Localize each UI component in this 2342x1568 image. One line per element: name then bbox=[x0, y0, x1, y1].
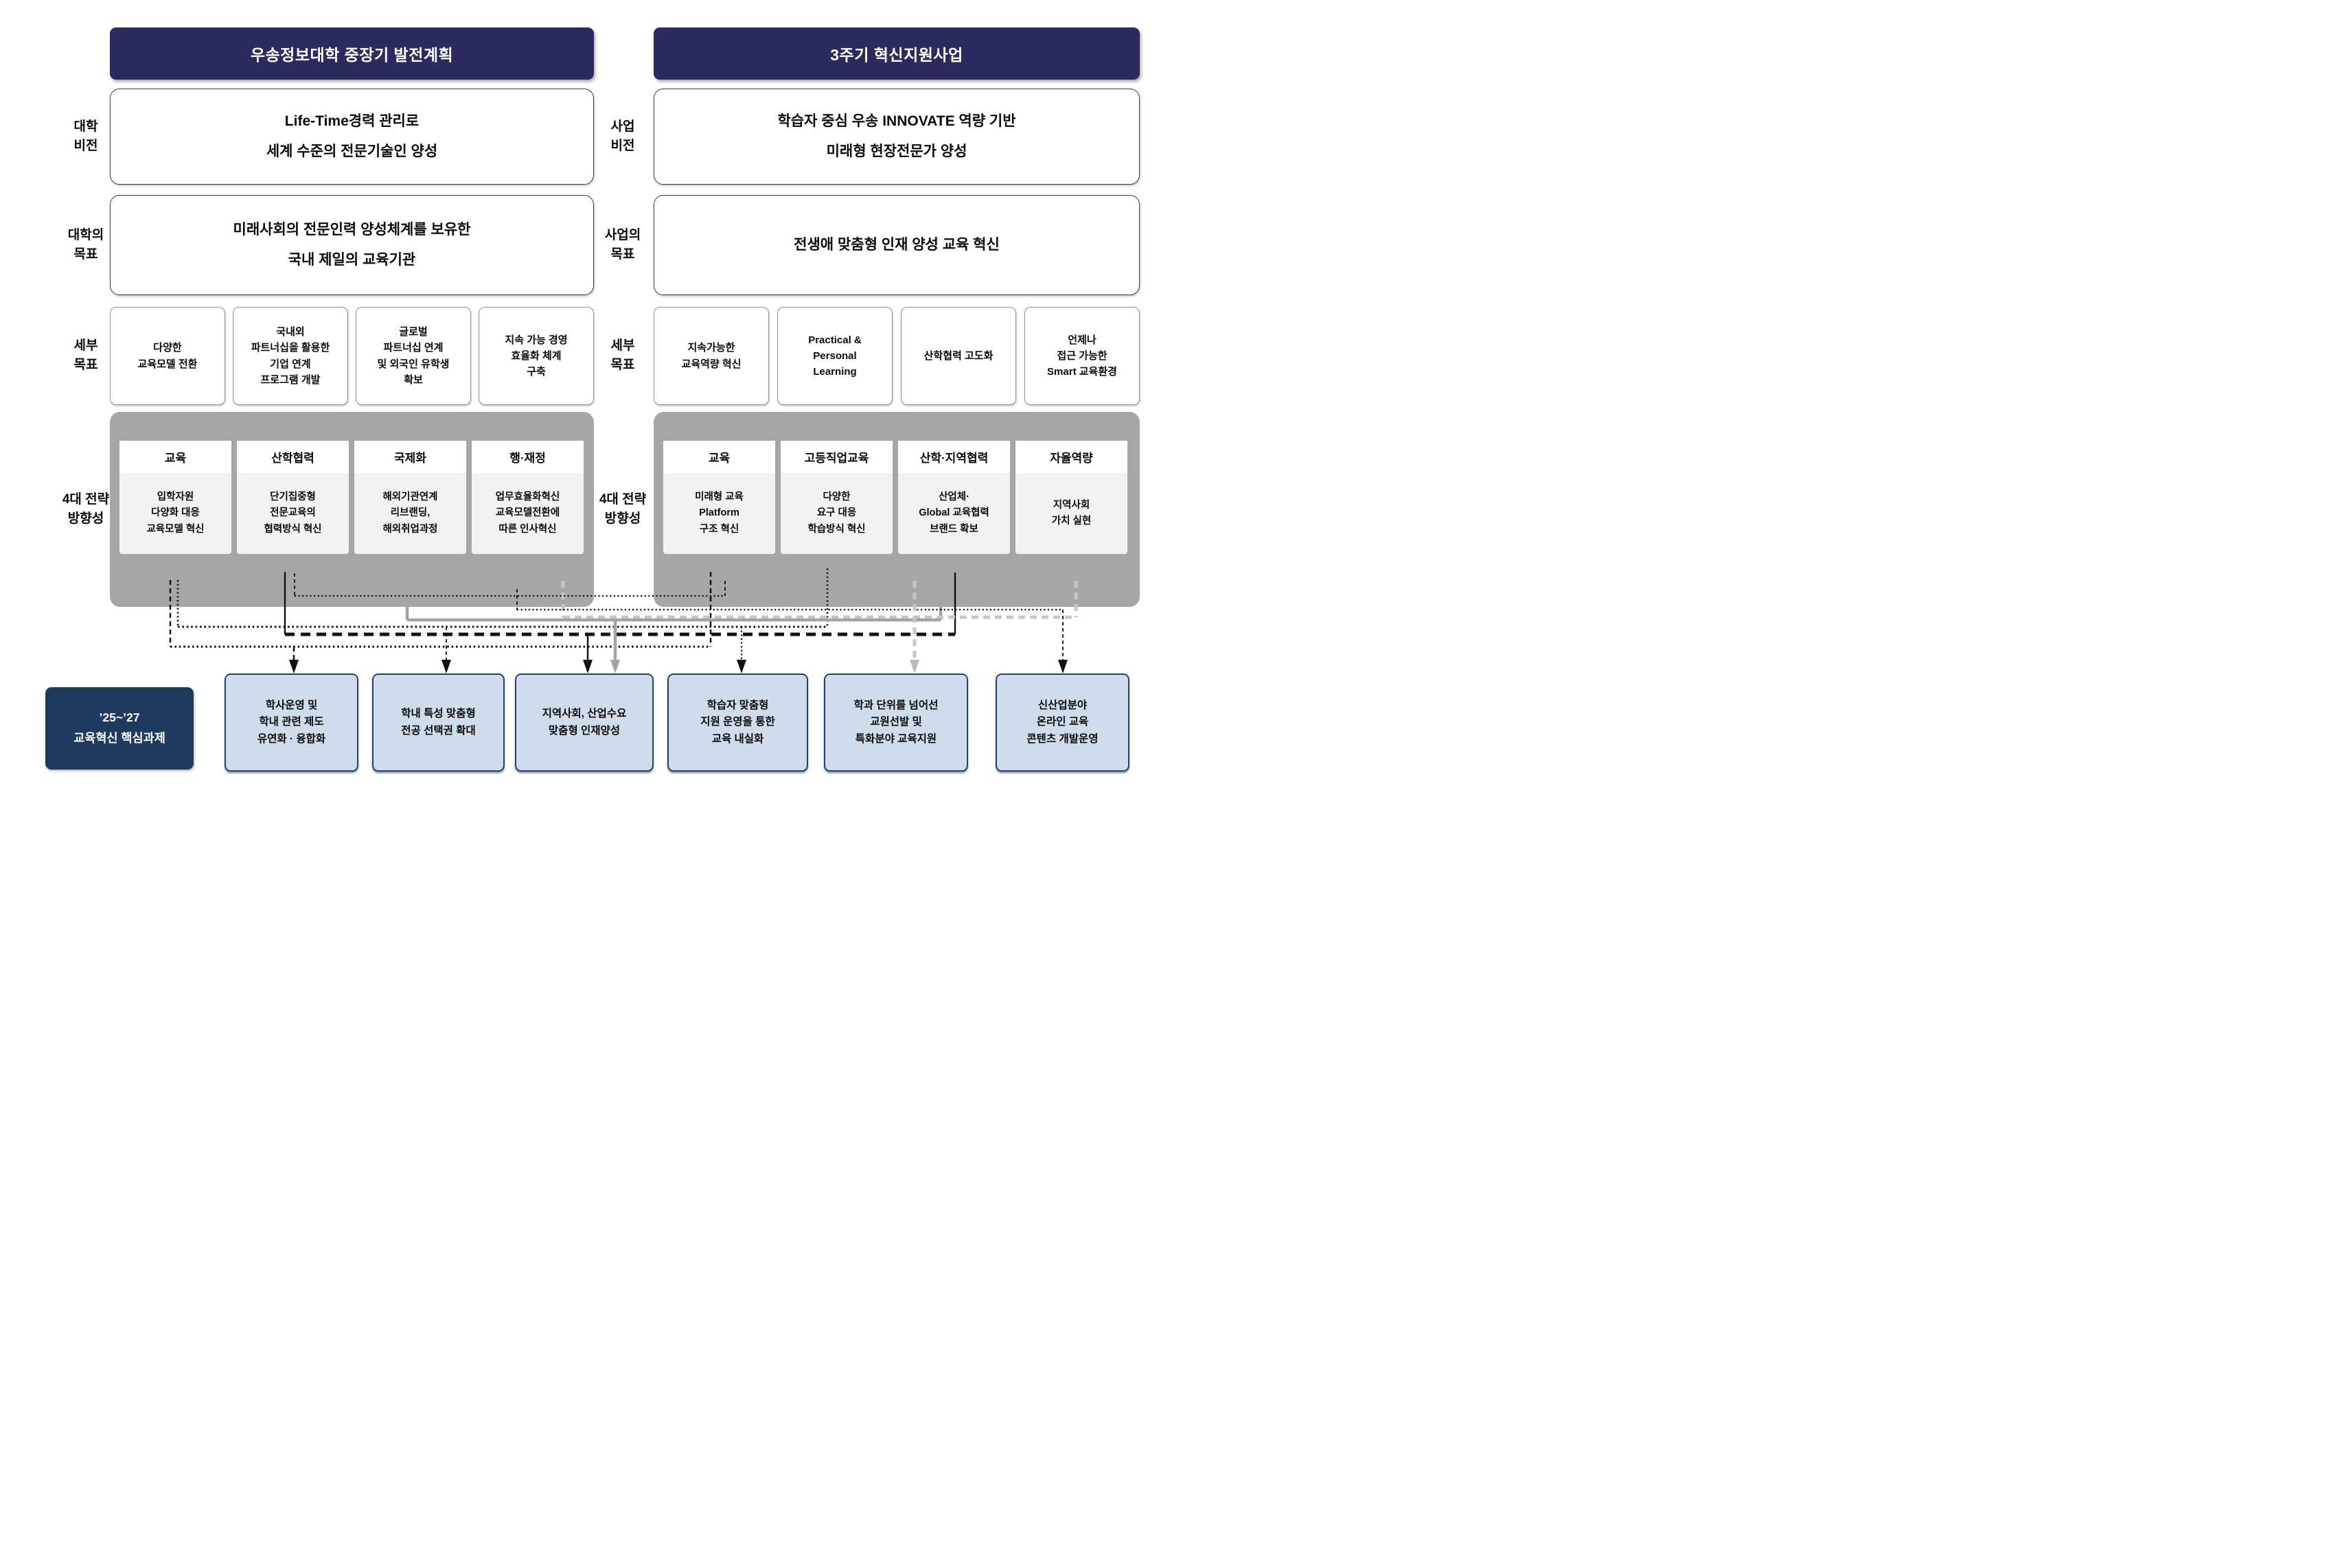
task-box-3: 지역사회, 산업수요 맞춤형 인재양성 bbox=[515, 673, 654, 772]
right-card-3-body: 산업체· Global 교육협력 브랜드 확보 bbox=[919, 492, 989, 535]
left-card-3-body: 해외기관연계 리브랜딩, 해외취업과정 bbox=[382, 492, 438, 535]
right-card-1-body: 미래형 교육 Platform 구조 혁신 bbox=[695, 492, 744, 535]
left-card-2-body: 단기집중형 전문교육의 협력방식 혁신 bbox=[264, 492, 322, 535]
left-goal-label: 대학의 목표 bbox=[67, 227, 104, 262]
left-detail-box-4: 지속 가능 경영 효율화 체계 구축 bbox=[479, 307, 594, 405]
strategy-diagram: 우송정보대학 중장기 발전계획 3주기 혁신지원사업 대학 비전 대학의 목표 … bbox=[0, 0, 1171, 784]
right-detail-box-3: 산학협력 고도화 bbox=[901, 307, 1016, 405]
right-card-2-body: 다양한 요구 대응 학습방식 혁신 bbox=[807, 492, 866, 535]
left-detail-label: 세부 목표 bbox=[73, 338, 98, 373]
task-box-6: 신산업분야 온라인 교육 콘텐츠 개발운영 bbox=[996, 673, 1129, 772]
task-box-5: 학과 단위를 넘어선 교원선발 및 특화분야 교육지원 bbox=[824, 673, 968, 772]
left-card-1-title: 교육 bbox=[119, 441, 231, 473]
right-card-4-title: 자율역량 bbox=[1015, 441, 1127, 473]
left-card-1-body: 입학자원 다양화 대응 교육모델 혁신 bbox=[146, 492, 205, 535]
right-detail-box-4: 언제나 접근 가능한 Smart 교육환경 bbox=[1024, 307, 1140, 405]
right-card-2-title: 고등직업교육 bbox=[781, 441, 893, 473]
task-box-4: 학습자 맞춤형 지원 운영을 통한 교육 내실화 bbox=[667, 673, 808, 772]
right-goal-box: 전생애 맞춤형 인재 양성 교육 혁신 bbox=[654, 195, 1140, 295]
right-goal-label: 사업의 목표 bbox=[604, 227, 641, 262]
left-strategy-card-1: 교육 입학자원 다양화 대응 교육모델 혁신 bbox=[119, 441, 231, 554]
key-task-title-box: ’25~’27 교육혁신 핵심과제 bbox=[45, 687, 194, 770]
left-detail-box-2: 국내외 파트너십을 활용한 기업 연계 프로그램 개발 bbox=[233, 307, 348, 405]
left-strategy-card-3: 국제화 해외기관연계 리브랜딩, 해외취업과정 bbox=[354, 441, 466, 554]
left-goal-box: 미래사회의 전문인력 양성체계를 보유한 국내 제일의 교육기관 bbox=[110, 195, 594, 295]
right-detail-box-2: Practical & Personal Learning bbox=[777, 307, 893, 405]
left-card-4-title: 행·재정 bbox=[472, 441, 584, 473]
left-card-3-title: 국제화 bbox=[354, 441, 466, 473]
left-strategy-card-2: 산학협력 단기집중형 전문교육의 협력방식 혁신 bbox=[237, 441, 349, 554]
connector-arrowheads bbox=[289, 660, 1068, 673]
left-vision-box: Life-Time경력 관리로 세계 수준의 전문기술인 양성 bbox=[110, 89, 594, 185]
right-card-4-body: 지역사회 가치 실현 bbox=[1051, 499, 1092, 527]
task-box-1: 학사운영 및 학내 관련 제도 유연화 · 융합화 bbox=[225, 673, 358, 772]
right-strategy-card-2: 고등직업교육 다양한 요구 대응 학습방식 혁신 bbox=[781, 441, 893, 554]
left-vision-label: 대학 비전 bbox=[73, 119, 98, 154]
right-strategy-card-4: 자율역량 지역사회 가치 실현 bbox=[1015, 441, 1127, 554]
right-header: 3주기 혁신지원사업 bbox=[654, 27, 1140, 80]
left-detail-box-1: 다양한 교육모델 전환 bbox=[110, 307, 225, 405]
right-strategy-card-1: 교육 미래형 교육 Platform 구조 혁신 bbox=[663, 441, 775, 554]
left-card-4-body: 업무효율화혁신 교육모델전환에 따른 인사혁신 bbox=[495, 492, 560, 535]
left-header: 우송정보대학 중장기 발전계획 bbox=[110, 27, 594, 80]
right-card-3-title: 산학·지역협력 bbox=[898, 441, 1010, 473]
right-vision-box: 학습자 중심 우송 INNOVATE 역량 기반 미래형 현장전문가 양성 bbox=[654, 89, 1140, 185]
left-strategy-label: 4대 전략 방향성 bbox=[62, 492, 110, 527]
right-card-1-title: 교육 bbox=[663, 441, 775, 473]
right-detail-box-1: 지속가능한 교육역량 혁신 bbox=[654, 307, 769, 405]
right-vision-label: 사업 비전 bbox=[610, 119, 635, 154]
right-strategy-card-3: 산학·지역협력 산업체· Global 교육협력 브랜드 확보 bbox=[898, 441, 1010, 554]
right-detail-label: 세부 목표 bbox=[610, 338, 635, 373]
task-box-2: 학내 특성 맞춤형 전공 선택권 확대 bbox=[372, 673, 505, 772]
left-card-2-title: 산학협력 bbox=[237, 441, 349, 473]
left-strategy-card-4: 행·재정 업무효율화혁신 교육모델전환에 따른 인사혁신 bbox=[472, 441, 584, 554]
left-detail-box-3: 글로벌 파트너십 연계 및 외국인 유학생 확보 bbox=[356, 307, 471, 405]
right-strategy-label: 4대 전략 방향성 bbox=[599, 492, 647, 527]
